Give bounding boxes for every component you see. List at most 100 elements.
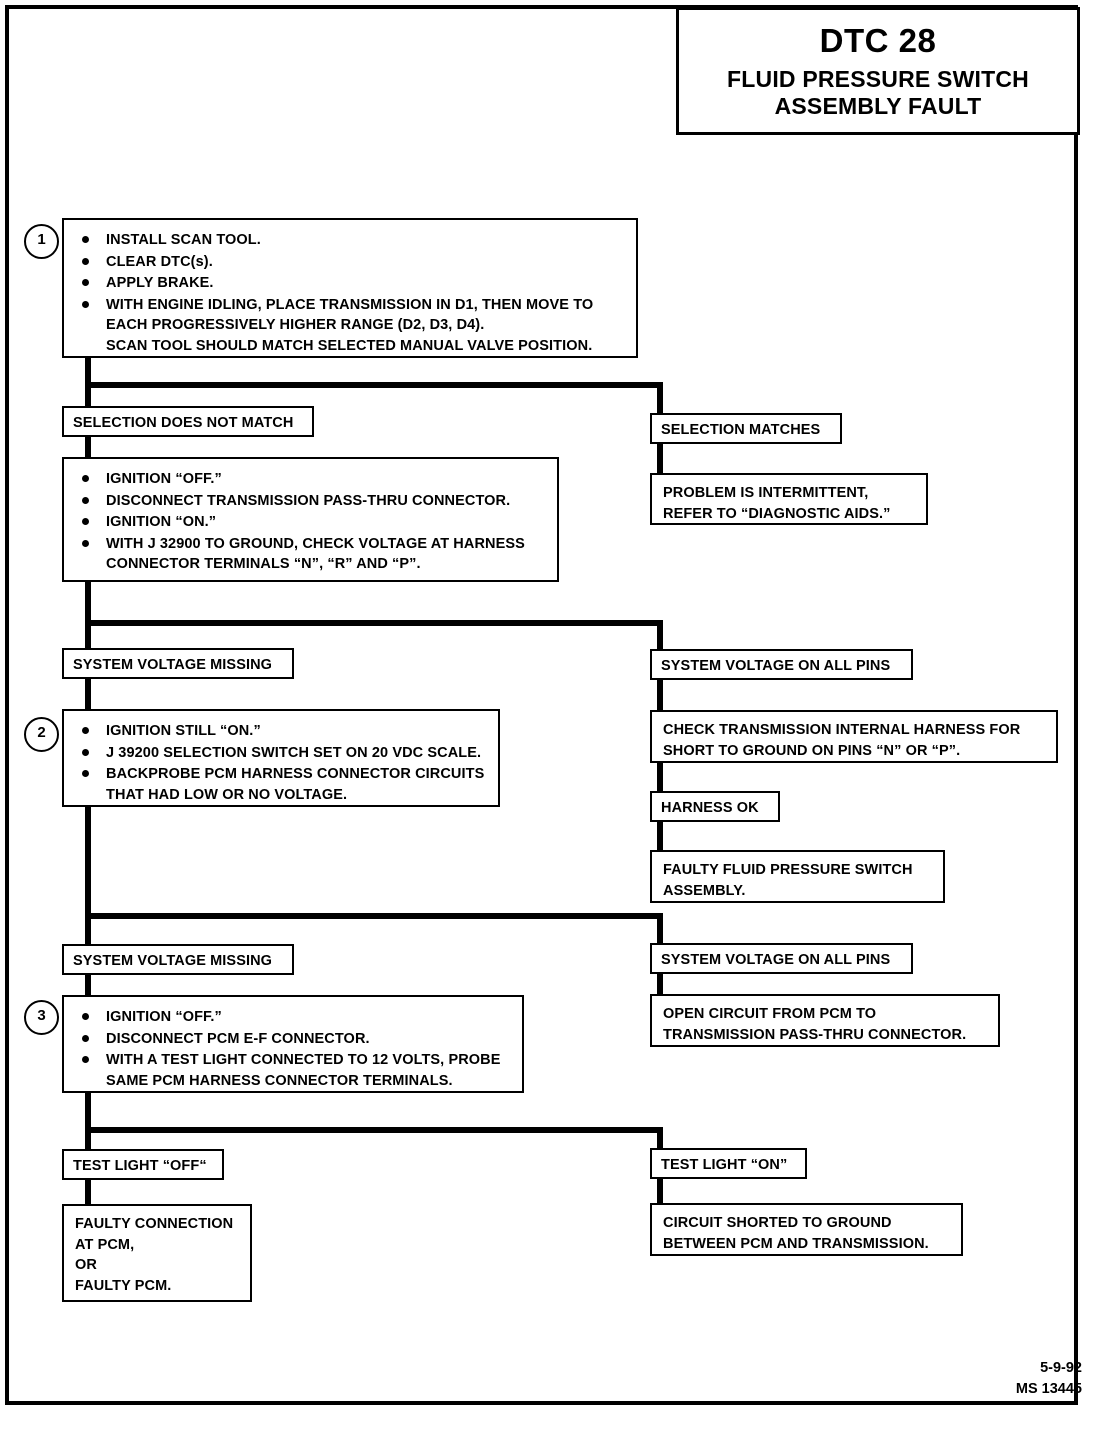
box4-item-2: DISCONNECT PCM E-F CONNECTOR.: [106, 1030, 370, 1047]
connector-branch4-horizontal: [85, 1127, 663, 1133]
open-circuit-line-1: OPEN CIRCUIT FROM PCM TO: [663, 1006, 877, 1022]
faulty-switch-line-2: ASSEMBLY.: [663, 882, 746, 899]
connector-to-check-harness: [657, 679, 663, 712]
connector-box3-down: [85, 807, 91, 917]
connector-box4-down: [85, 1093, 91, 1133]
box3-item-3-line-2: THAT HAD LOW OR NO VOLTAGE.: [106, 786, 348, 803]
branch-label-test-light-on: TEST LIGHT “ON”: [650, 1148, 807, 1179]
connector-step1-down: [85, 358, 91, 388]
connector-branch1-right-drop: [657, 382, 663, 416]
connector-branch4-right-drop: [657, 1127, 663, 1155]
box3-item-1: IGNITION STILL “ON.”: [106, 723, 261, 739]
footer-doc-id: MS 13445: [1015, 1381, 1082, 1398]
connector-branch4-left-drop: [85, 1127, 91, 1155]
branch-label-test-light-off: TEST LIGHT “OFF“: [62, 1149, 224, 1180]
faulty-fluid-pressure-switch-box: FAULTY FLUID PRESSURE SWITCH ASSEMBLY.: [650, 850, 945, 903]
step-1-item-3: APPLY BRAKE.: [106, 275, 214, 292]
list-item: DISCONNECT TRANSMISSION PASS-THRU CONNEC…: [76, 491, 547, 512]
list-item: IGNITION “OFF.”: [76, 1007, 512, 1028]
step-1-item-2: CLEAR DTC(s).: [106, 253, 213, 270]
connector-to-box4: [85, 975, 91, 1000]
step-1-instructions-box: INSTALL SCAN TOOL. CLEAR DTC(s). APPLY B…: [62, 218, 638, 358]
step-2-instructions-box: IGNITION “OFF.” DISCONNECT TRANSMISSION …: [62, 457, 559, 582]
box2-item-1: IGNITION “OFF.”: [106, 471, 222, 487]
list-item: IGNITION STILL “ON.”: [76, 721, 488, 742]
list-item: WITH ENGINE IDLING, PLACE TRANSMISSION I…: [76, 295, 626, 357]
step-1-item-4-line-3: SCAN TOOL SHOULD MATCH SELECTED MANUAL V…: [106, 337, 593, 354]
connector-branch3-horizontal: [85, 913, 663, 919]
dtc-code: DTC 28: [819, 22, 937, 59]
connector-branch2-left-drop: [85, 620, 91, 650]
step-2-test-box: IGNITION STILL “ON.” J 39200 SELECTION S…: [62, 709, 500, 807]
connector-to-harness-ok: [657, 763, 663, 793]
check-harness-box: CHECK TRANSMISSION INTERNAL HARNESS FOR …: [650, 710, 1058, 763]
faulty-pcm-line-3: OR: [75, 1257, 97, 1274]
list-item: J 39200 SELECTION SWITCH SET ON 20 VDC S…: [76, 743, 488, 764]
connector-branch1-left-drop: [85, 382, 91, 410]
faulty-pcm-line-4: FAULTY PCM.: [75, 1277, 172, 1294]
branch-label-selection-matches: SELECTION MATCHES: [650, 413, 842, 444]
list-item: IGNITION “OFF.”: [76, 469, 547, 490]
check-harness-line-2: SHORT TO GROUND ON PINS “N” OR “P”.: [663, 742, 961, 759]
connector-to-box2: [85, 437, 91, 459]
check-harness-line-1: CHECK TRANSMISSION INTERNAL HARNESS FOR: [663, 722, 1021, 738]
dtc-description: FLUID PRESSURE SWITCH ASSEMBLY FAULT: [679, 66, 1077, 120]
connector-box2-down: [85, 582, 91, 624]
connector-branch2-right-drop: [657, 620, 663, 652]
list-item: IGNITION “ON.”: [76, 512, 547, 533]
box2-item-3: IGNITION “ON.”: [106, 514, 217, 531]
connector-branch2-horizontal: [85, 620, 663, 626]
circuit-shorted-box: CIRCUIT SHORTED TO GROUND BETWEEN PCM AN…: [650, 1203, 963, 1256]
box3-item-2: J 39200 SELECTION SWITCH SET ON 20 VDC S…: [106, 744, 482, 761]
connector-to-faulty-pcm: [85, 1180, 91, 1206]
box3-item-3: BACKPROBE PCM HARNESS CONNECTOR CIRCUITS: [106, 766, 485, 783]
connector-to-shorted: [657, 1179, 663, 1205]
list-item: BACKPROBE PCM HARNESS CONNECTOR CIRCUITS…: [76, 764, 488, 805]
box2-item-4: WITH J 32900 TO GROUND, CHECK VOLTAGE AT…: [106, 535, 525, 552]
open-circuit-box: OPEN CIRCUIT FROM PCM TO TRANSMISSION PA…: [650, 994, 1000, 1047]
connector-branch1-horizontal: [85, 382, 663, 388]
harness-ok-box: HARNESS OK: [650, 791, 780, 822]
connector-to-open-circuit: [657, 974, 663, 996]
step-number-2: 2: [24, 717, 59, 752]
box4-item-3-line-2: SAME PCM HARNESS CONNECTOR TERMINALS.: [106, 1072, 453, 1089]
box4-item-1: IGNITION “OFF.”: [106, 1009, 222, 1025]
connector-branch3-right-drop: [657, 913, 663, 945]
intermittent-line-2: REFER TO “DIAGNOSTIC AIDS.”: [663, 505, 891, 522]
step-1-item-4: WITH ENGINE IDLING, PLACE TRANSMISSION I…: [106, 296, 594, 313]
branch-label-selection-does-not-match: SELECTION DOES NOT MATCH: [62, 406, 314, 437]
faulty-pcm-box: FAULTY CONNECTION AT PCM, OR FAULTY PCM.: [62, 1204, 252, 1302]
open-circuit-line-2: TRANSMISSION PASS-THRU CONNECTOR.: [663, 1026, 967, 1043]
list-item: DISCONNECT PCM E-F CONNECTOR.: [76, 1029, 512, 1050]
intermittent-line-1: PROBLEM IS INTERMITTENT,: [663, 485, 869, 501]
branch-label-system-voltage-on-all-pins-2: SYSTEM VOLTAGE ON ALL PINS: [650, 943, 913, 974]
problem-intermittent-box: PROBLEM IS INTERMITTENT, REFER TO “DIAGN…: [650, 473, 928, 525]
shorted-line-2: BETWEEN PCM AND TRANSMISSION.: [663, 1235, 929, 1252]
branch-label-system-voltage-missing-2: SYSTEM VOLTAGE MISSING: [62, 944, 294, 975]
list-item: WITH A TEST LIGHT CONNECTED TO 12 VOLTS,…: [76, 1050, 512, 1091]
connector-to-intermittent: [657, 443, 663, 475]
branch-label-system-voltage-on-all-pins-1: SYSTEM VOLTAGE ON ALL PINS: [650, 649, 913, 680]
page-border: [5, 5, 1078, 1405]
step-3-instructions-box: IGNITION “OFF.” DISCONNECT PCM E-F CONNE…: [62, 995, 524, 1093]
connector-to-faulty-switch: [657, 822, 663, 852]
title-block: DTC 28 FLUID PRESSURE SWITCH ASSEMBLY FA…: [676, 7, 1080, 135]
step-number-1: 1: [24, 224, 59, 259]
step-1-item-4-line-2: EACH PROGRESSIVELY HIGHER RANGE (D2, D3,…: [106, 317, 485, 334]
box4-item-3: WITH A TEST LIGHT CONNECTED TO 12 VOLTS,…: [106, 1052, 501, 1069]
footer: 5-9-92 MS 13445: [1016, 1358, 1082, 1400]
faulty-pcm-line-2: AT PCM,: [75, 1236, 135, 1253]
branch-label-system-voltage-missing-1: SYSTEM VOLTAGE MISSING: [62, 648, 294, 679]
shorted-line-1: CIRCUIT SHORTED TO GROUND: [663, 1215, 892, 1231]
list-item: CLEAR DTC(s).: [76, 252, 626, 273]
footer-date: 5-9-92: [1040, 1360, 1082, 1376]
connector-to-box3: [85, 679, 91, 709]
list-item: APPLY BRAKE.: [76, 273, 626, 294]
faulty-pcm-line-1: FAULTY CONNECTION: [75, 1216, 234, 1232]
list-item: WITH J 32900 TO GROUND, CHECK VOLTAGE AT…: [76, 534, 547, 575]
box2-item-2: DISCONNECT TRANSMISSION PASS-THRU CONNEC…: [106, 492, 511, 509]
connector-branch3-left-drop: [85, 913, 91, 945]
box2-item-4-line-2: CONNECTOR TERMINALS “N”, “R” AND “P”.: [106, 556, 421, 573]
dtc-description-line-2: ASSEMBLY FAULT: [774, 92, 982, 119]
